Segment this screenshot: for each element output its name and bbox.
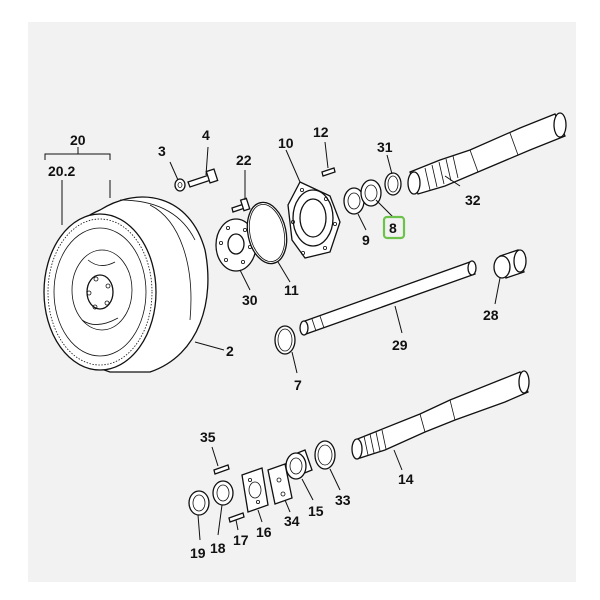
label-31: 31 bbox=[377, 139, 393, 155]
label-19: 19 bbox=[190, 545, 206, 561]
bolt-4 bbox=[187, 168, 219, 188]
label-18: 18 bbox=[210, 540, 226, 556]
plate-34 bbox=[267, 463, 293, 505]
label-16: 16 bbox=[256, 524, 272, 540]
label-20-2: 20.2 bbox=[48, 163, 75, 179]
label-17: 17 bbox=[233, 532, 249, 548]
bolt-35 bbox=[213, 464, 230, 475]
label-8: 8 bbox=[389, 220, 397, 236]
label-4: 4 bbox=[202, 127, 210, 143]
label-15: 15 bbox=[308, 503, 324, 519]
label-35: 35 bbox=[200, 429, 216, 445]
label-28: 28 bbox=[483, 307, 499, 323]
label-2: 2 bbox=[226, 343, 234, 359]
label-11: 11 bbox=[284, 282, 299, 298]
flange-30 bbox=[215, 218, 257, 272]
ring-33 bbox=[314, 440, 336, 470]
bolt-17 bbox=[228, 512, 245, 523]
ring-18 bbox=[212, 480, 234, 506]
bolt-22 bbox=[231, 197, 251, 213]
label-34: 34 bbox=[284, 513, 300, 529]
ring-19 bbox=[188, 490, 210, 516]
label-22: 22 bbox=[236, 152, 252, 168]
bearing-15 bbox=[285, 449, 313, 480]
label-9: 9 bbox=[362, 232, 370, 248]
label-20: 20 bbox=[70, 132, 86, 148]
leader-lines bbox=[44, 141, 501, 541]
highlight-box-8 bbox=[382, 215, 406, 240]
washer-3 bbox=[174, 178, 186, 192]
label-30: 30 bbox=[242, 292, 258, 308]
seal-8 bbox=[360, 179, 382, 207]
o-ring-11 bbox=[246, 201, 288, 265]
shaft-14 bbox=[351, 370, 530, 460]
label-29: 29 bbox=[392, 337, 408, 353]
shaft-29 bbox=[299, 260, 477, 336]
label-7: 7 bbox=[294, 377, 302, 393]
flywheel-assembly bbox=[43, 196, 209, 373]
label-14: 14 bbox=[398, 471, 414, 487]
shaft-32 bbox=[407, 112, 567, 195]
label-3: 3 bbox=[158, 143, 166, 159]
bushing-28 bbox=[493, 249, 527, 279]
cover-10 bbox=[287, 181, 341, 259]
label-12: 12 bbox=[313, 124, 329, 140]
label-10: 10 bbox=[278, 135, 294, 151]
part-labels: 20 20.2 3 4 22 10 12 31 32 9 8 30 11 2 2… bbox=[48, 124, 499, 561]
bolt-12 bbox=[321, 167, 336, 177]
gasket-16 bbox=[241, 467, 269, 513]
label-33: 33 bbox=[335, 492, 351, 508]
label-32: 32 bbox=[465, 192, 481, 208]
